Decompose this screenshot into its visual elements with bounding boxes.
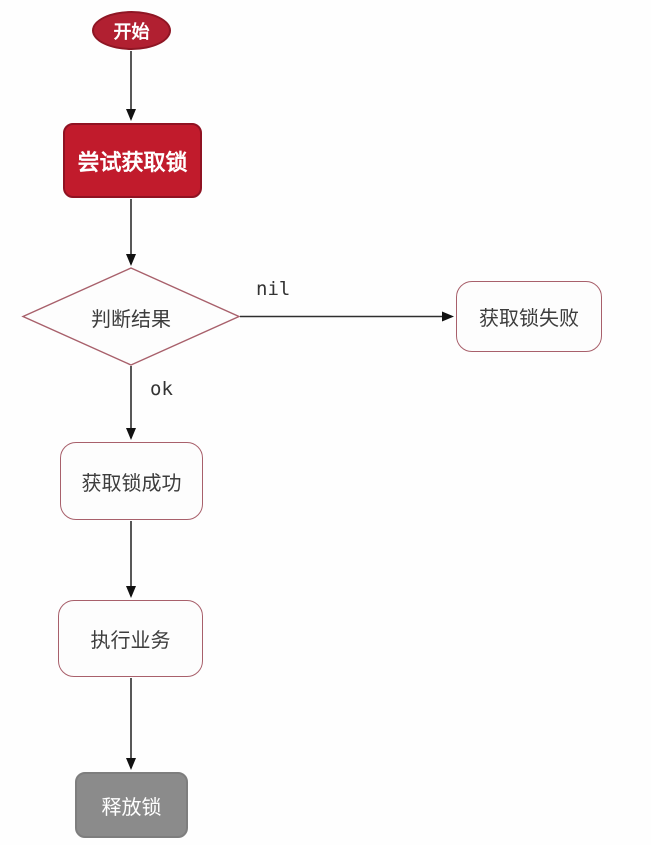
try-acquire-lock-label: 尝试获取锁 bbox=[77, 150, 188, 176]
edge-label-ok: ok bbox=[150, 378, 173, 400]
try-acquire-lock-node: 尝试获取锁 bbox=[63, 123, 202, 198]
execute-business-node: 执行业务 bbox=[58, 600, 203, 677]
acquire-lock-fail-label: 获取锁失败 bbox=[479, 306, 579, 330]
release-lock-node: 释放锁 bbox=[75, 772, 188, 838]
acquire-lock-success-node: 获取锁成功 bbox=[60, 442, 203, 520]
acquire-lock-fail-node: 获取锁失败 bbox=[456, 281, 602, 352]
decision-node-label: 判断结果 bbox=[91, 306, 171, 331]
decision-diamond-shape bbox=[21, 267, 241, 366]
release-lock-label: 释放锁 bbox=[101, 794, 162, 819]
acquire-lock-success-label: 获取锁成功 bbox=[81, 470, 182, 495]
execute-business-label: 执行业务 bbox=[90, 628, 171, 652]
edge-label-nil: nil bbox=[256, 278, 291, 300]
decision-node: 判断结果 bbox=[41, 297, 221, 337]
start-node-label: 开始 bbox=[113, 21, 150, 43]
start-node: 开始 bbox=[92, 11, 171, 50]
